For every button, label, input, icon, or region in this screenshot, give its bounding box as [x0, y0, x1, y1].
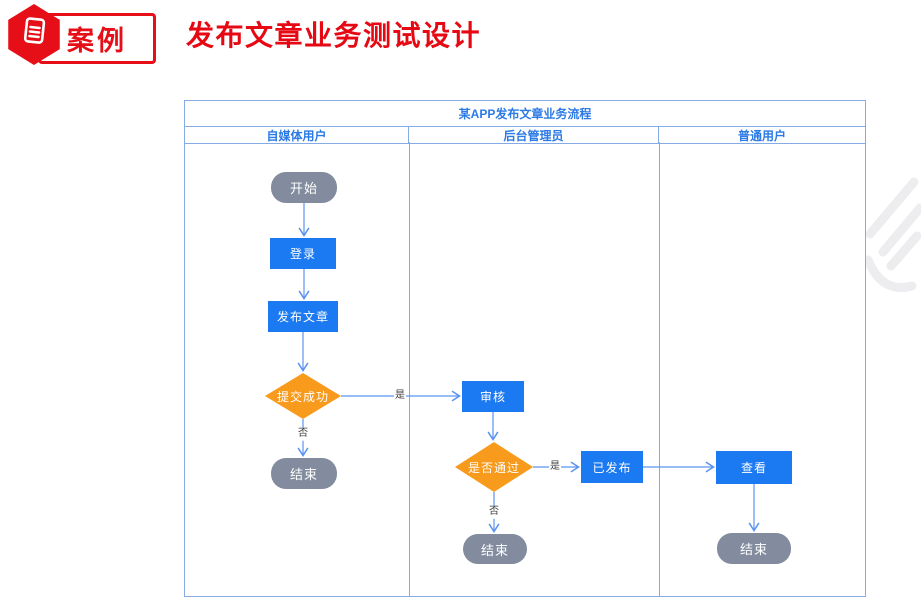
watermark-logo [858, 168, 921, 313]
flowchart-title-row: 某APP发布文章业务流程 [185, 101, 865, 127]
node-start: 开始 [271, 172, 337, 203]
document-icon [17, 14, 51, 55]
node-published: 已发布 [581, 451, 643, 483]
node-end-self-media: 结束 [271, 458, 337, 489]
lane-divider-2 [659, 142, 660, 596]
edge-label-yes-pass-published: 是 [549, 460, 561, 474]
lane-header-row: 自媒体用户 后台管理员 普通用户 [185, 127, 865, 144]
node-end-admin: 结束 [463, 534, 527, 564]
node-view: 查看 [716, 451, 792, 484]
lane-header-self-media: 自媒体用户 [185, 127, 409, 143]
edge-label-yes-submit-review: 是 [394, 389, 406, 403]
node-end-user: 结束 [717, 533, 791, 564]
node-review: 审核 [462, 381, 524, 412]
lane-divider-1 [409, 142, 410, 596]
edge-label-no-pass-end: 否 [488, 505, 500, 519]
case-badge-box: 案例 [38, 13, 156, 64]
lane-header-normal-user: 普通用户 [737, 128, 786, 143]
case-badge-label: 案例 [67, 26, 127, 56]
node-login: 登录 [270, 238, 336, 269]
node-publish-article: 发布文章 [268, 301, 338, 332]
flowchart-frame: 某APP发布文章业务流程 自媒体用户 后台管理员 普通用户 开始 登录 发布 [184, 100, 866, 597]
edge-label-no-submit-end: 否 [297, 427, 309, 441]
flowchart-title: 某APP发布文章业务流程 [458, 107, 592, 121]
page-title: 发布文章业务测试设计 [186, 20, 482, 51]
lane-header-admin: 后台管理员 [409, 127, 659, 143]
